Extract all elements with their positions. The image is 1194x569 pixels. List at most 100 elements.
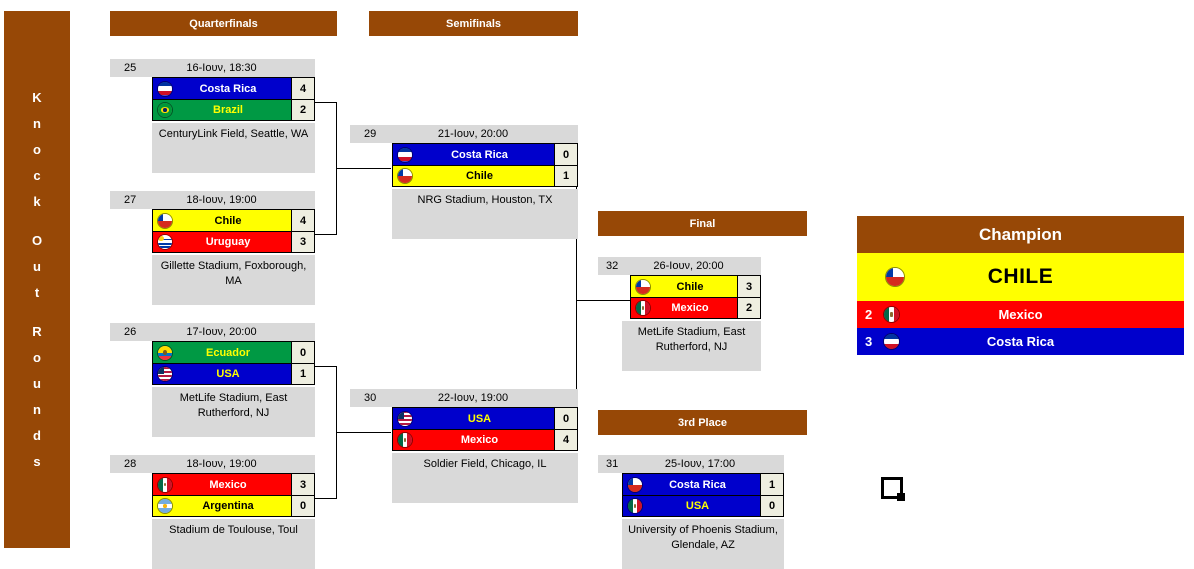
flag-mexico-icon	[397, 432, 413, 448]
team-row[interactable]: Costa Rica 4	[152, 77, 315, 99]
match-venue: MetLife Stadium, East Rutherford, NJ	[622, 321, 761, 371]
selection-handle[interactable]	[881, 477, 905, 501]
team-row[interactable]: USA 1	[152, 363, 315, 385]
flag-costa-rica-icon	[157, 80, 173, 97]
podium-row-third[interactable]: 3 Costa Rica	[857, 328, 1184, 355]
team-score: 0	[291, 496, 314, 516]
flag-chile-icon	[627, 476, 643, 493]
podium-name: Mexico	[998, 307, 1043, 322]
team-score: 3	[291, 232, 314, 252]
team-score: 1	[760, 474, 783, 495]
team-row[interactable]: USA 0	[622, 495, 784, 517]
team-name-cell: Chile	[631, 276, 737, 297]
team-name-cell: USA	[393, 408, 554, 429]
match-meta: 25 16-Ιουν, 18:30	[110, 59, 315, 77]
team-name-cell: Chile	[153, 210, 291, 231]
team-row[interactable]: Chile 3	[630, 275, 761, 297]
match-box[interactable]: 29 21-Ιουν, 20:00 Costa Rica 0 Chile 1 N…	[350, 125, 578, 239]
banner-letter: O	[31, 232, 43, 248]
match-box[interactable]: 32 26-Ιουν, 20:00 Chile 3 Mexico 2 MetLi…	[598, 257, 761, 371]
resize-handle-dot[interactable]	[897, 493, 905, 501]
round-header-semifinals: Semifinals	[369, 11, 578, 36]
team-name-cell: Uruguay	[153, 232, 291, 252]
match-box[interactable]: 27 18-Ιουν, 19:00 Chile 4 Uruguay 3 Gill…	[110, 191, 315, 305]
match-meta: 31 25-Ιουν, 17:00	[598, 455, 784, 473]
banner-letter: d	[33, 427, 41, 443]
team-label: Argentina	[202, 500, 254, 512]
match-venue: MetLife Stadium, East Rutherford, NJ	[152, 387, 315, 437]
team-row[interactable]: Argentina 0	[152, 495, 315, 517]
match-venue: CenturyLink Field, Seattle, WA	[152, 123, 315, 173]
team-label: Ecuador	[205, 346, 250, 359]
match-box[interactable]: 26 17-Ιουν, 20:00 Ecuador 0 USA 1 MetLif…	[110, 323, 315, 437]
match-meta: 29 21-Ιουν, 20:00	[350, 125, 578, 143]
team-row[interactable]: Costa Rica 0	[392, 143, 578, 165]
match-number: 29	[364, 128, 377, 140]
podium-row-second[interactable]: 2 Mexico	[857, 301, 1184, 328]
flag-mexico-icon	[883, 306, 900, 323]
flag-chile-icon	[635, 278, 651, 295]
team-score: 4	[291, 78, 314, 99]
match-teams: Costa Rica 4 Brazil 2	[152, 77, 315, 121]
team-row[interactable]: Ecuador 0	[152, 341, 315, 363]
match-teams: USA 0 Mexico 4	[392, 407, 578, 451]
team-name-cell: Mexico	[631, 298, 737, 318]
champion-panel: Champion CHILE 2 Mexico 3 Costa Rica	[857, 216, 1184, 355]
team-label: Chile	[676, 280, 704, 293]
team-score: 2	[737, 298, 760, 318]
banner-letter: s	[33, 453, 41, 469]
match-date: 21-Ιουν, 20:00	[437, 128, 509, 140]
match-date: 18-Ιουν, 19:00	[186, 194, 257, 206]
match-box[interactable]: 30 22-Ιουν, 19:00 USA 0 Mexico 4 Soldier…	[350, 389, 578, 503]
connector-line	[336, 168, 391, 169]
team-score: 0	[554, 408, 577, 429]
match-meta: 27 18-Ιουν, 19:00	[110, 191, 315, 209]
team-label: Costa Rica	[669, 478, 726, 491]
team-name-cell: Mexico	[153, 474, 291, 495]
round-header-quarterfinals: Quarterfinals	[110, 11, 337, 36]
team-score: 1	[554, 166, 577, 186]
match-box[interactable]: 28 18-Ιουν, 19:00 Mexico 3 Argentina 0 S…	[110, 455, 315, 569]
match-teams: Costa Rica 1 USA 0	[622, 473, 784, 517]
team-label: Mexico	[460, 434, 499, 446]
flag-ecuador-icon	[157, 344, 173, 361]
team-name-cell: USA	[153, 364, 291, 384]
team-score: 3	[291, 474, 314, 495]
team-row[interactable]: USA 0	[392, 407, 578, 429]
team-label: Costa Rica	[199, 82, 257, 95]
flag-usa-icon	[157, 366, 173, 382]
flag-chile-icon	[397, 168, 413, 184]
team-row[interactable]: Uruguay 3	[152, 231, 315, 253]
match-box[interactable]: 31 25-Ιουν, 17:00 Costa Rica 1 USA 0 Uni…	[598, 455, 784, 569]
team-score: 1	[291, 364, 314, 384]
match-teams: Costa Rica 0 Chile 1	[392, 143, 578, 187]
match-teams: Chile 4 Uruguay 3	[152, 209, 315, 253]
match-number: 27	[124, 194, 137, 206]
team-score: 4	[291, 210, 314, 231]
team-label: Mexico	[209, 478, 247, 491]
team-name-cell: Brazil	[153, 100, 291, 120]
team-row[interactable]: Mexico 2	[630, 297, 761, 319]
flag-mexico-icon	[635, 300, 651, 316]
champion-title: Champion	[857, 216, 1184, 253]
match-number: 30	[364, 392, 377, 404]
flag-uruguay-icon	[157, 234, 173, 250]
match-date: 25-Ιουν, 17:00	[664, 458, 736, 470]
round-header-final: Final	[598, 211, 807, 236]
team-row[interactable]: Costa Rica 1	[622, 473, 784, 495]
champion-winner-row[interactable]: CHILE	[857, 253, 1184, 301]
flag-chile-icon	[885, 267, 905, 287]
team-row[interactable]: Chile 4	[152, 209, 315, 231]
team-name-cell: USA	[623, 496, 760, 516]
team-label: Chile	[214, 214, 242, 227]
team-label: Costa Rica	[451, 148, 508, 161]
team-row[interactable]: Brazil 2	[152, 99, 315, 121]
match-box[interactable]: 25 16-Ιουν, 18:30 Costa Rica 4 Brazil 2 …	[110, 59, 315, 173]
connector-line	[315, 498, 337, 499]
team-row[interactable]: Mexico 3	[152, 473, 315, 495]
team-row[interactable]: Chile 1	[392, 165, 578, 187]
team-row[interactable]: Mexico 4	[392, 429, 578, 451]
banner-letter: k	[33, 193, 41, 209]
team-score: 0	[554, 144, 577, 165]
